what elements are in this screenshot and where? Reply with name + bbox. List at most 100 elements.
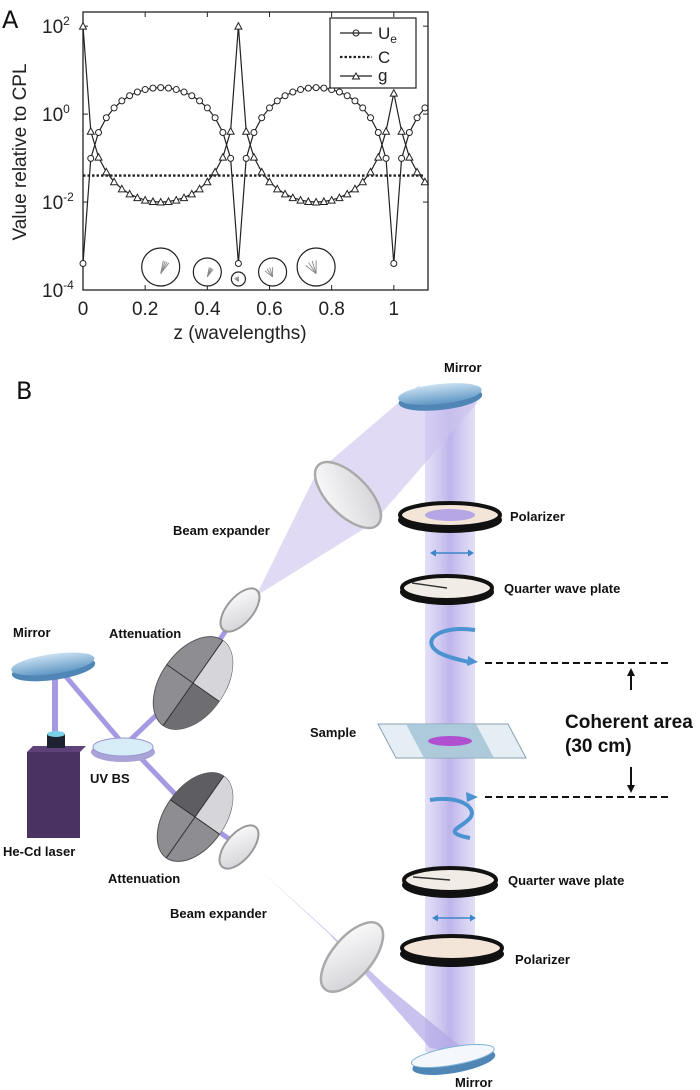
label-mirror-top: Mirror [444,360,482,375]
data-point [297,86,305,94]
label-polarizer-top: Polarizer [510,509,565,524]
field-vector [308,262,317,274]
x-tick-label: 0.2 [132,299,158,320]
data-point [94,152,103,161]
field-vector [305,265,317,275]
legend-box [329,17,417,89]
panel-label-b: B [16,377,32,405]
field-vector [311,260,317,274]
polarization-inset [141,247,181,287]
data-point [351,97,359,105]
legend-marker-g [351,72,361,80]
data-point [195,184,204,193]
data-point [226,126,235,135]
polarization-insets [141,247,336,287]
field-vector [206,268,214,278]
mirror-top [398,383,483,411]
y-axis-label: Value relative to CPL [10,63,31,240]
circular-polarization-arrow-bottom [429,796,474,840]
small-lens-bottom [218,824,260,870]
data-point [296,195,305,204]
data-point [101,167,111,176]
data-point [280,189,290,198]
label-beam-expander-bottom: Beam expander [170,906,267,921]
data-point [335,193,344,202]
he-cd-laser [27,731,86,838]
large-lens-bottom [319,921,385,993]
data-point [227,154,235,162]
data-point [358,177,368,186]
label-uv-bs: UV BS [90,771,130,786]
data-point [242,154,250,162]
x-tick-label: 0.8 [318,299,344,320]
y-tick-label: 10-4 [42,278,74,302]
mirror-to-bs-beam [60,670,126,747]
uv-beam-splitter [91,737,155,762]
label-qwp-top: Quarter wave plate [504,581,620,596]
x-tick-label: 1 [389,299,400,320]
data-point [272,184,282,193]
sample-slide [377,723,527,759]
data-point [405,128,413,136]
data-point [304,84,312,92]
x-tick-label: 0 [78,299,89,320]
plot-frame [82,11,429,291]
data-point [257,167,267,176]
data-point [234,21,243,30]
data-point [141,86,149,94]
data-point [335,88,343,96]
label-beam-expander-top: Beam expander [173,523,270,538]
data-point [311,197,321,206]
data-point [109,177,119,186]
circular-arrow-head-bottom [466,792,478,802]
data-point [420,177,430,186]
legend-marker-ue [352,29,360,37]
data-point [164,84,172,92]
optical-setup-diagram: Mirror Beam expander Polarizer Quarter w… [3,360,693,1090]
data-point [265,177,274,186]
data-point [359,104,367,112]
data-point [327,195,336,204]
data-point [398,154,406,162]
data-point [156,197,166,206]
label-sample: Sample [310,725,356,740]
attenuation-wheel-top [152,636,234,730]
data-point [413,114,421,122]
data-point [342,189,352,198]
data-point [381,126,391,135]
data-point [171,195,181,204]
x-axis-label: z (wavelengths) [173,323,306,344]
field-vector [264,270,273,278]
data-point [86,126,96,135]
label-laser: He-Cd laser [3,844,75,859]
large-lens-top [313,460,383,530]
data-point [188,92,196,100]
panel-label-a: A [2,6,19,34]
data-point [187,189,197,198]
mirror-left [11,652,96,682]
label-attenuation-bottom: Attenuation [108,871,180,886]
legend-label-g: g [378,66,387,85]
field-vector [266,268,273,278]
label-attenuation-top: Attenuation [109,626,181,641]
data-point [412,167,422,176]
data-point [157,84,165,92]
data-point [202,177,212,186]
y-tick-label: 10-2 [42,190,74,214]
legend-label-ue: Ue [378,24,397,46]
mirror-bottom [410,1044,496,1075]
label-coherent-length: (30 cm) [565,736,632,757]
data-point [133,88,141,96]
double-arrow-top [430,549,474,557]
label-mirror-left: Mirror [13,625,51,640]
data-point [281,92,289,100]
label-polarizer-bottom: Polarizer [515,952,570,967]
data-point [118,97,126,105]
data-point [366,167,375,176]
data-point [250,128,258,136]
field-vector [269,267,274,278]
polarizer-bottom [400,934,504,967]
label-mirror-bottom: Mirror [455,1075,493,1090]
data-point [234,260,242,268]
